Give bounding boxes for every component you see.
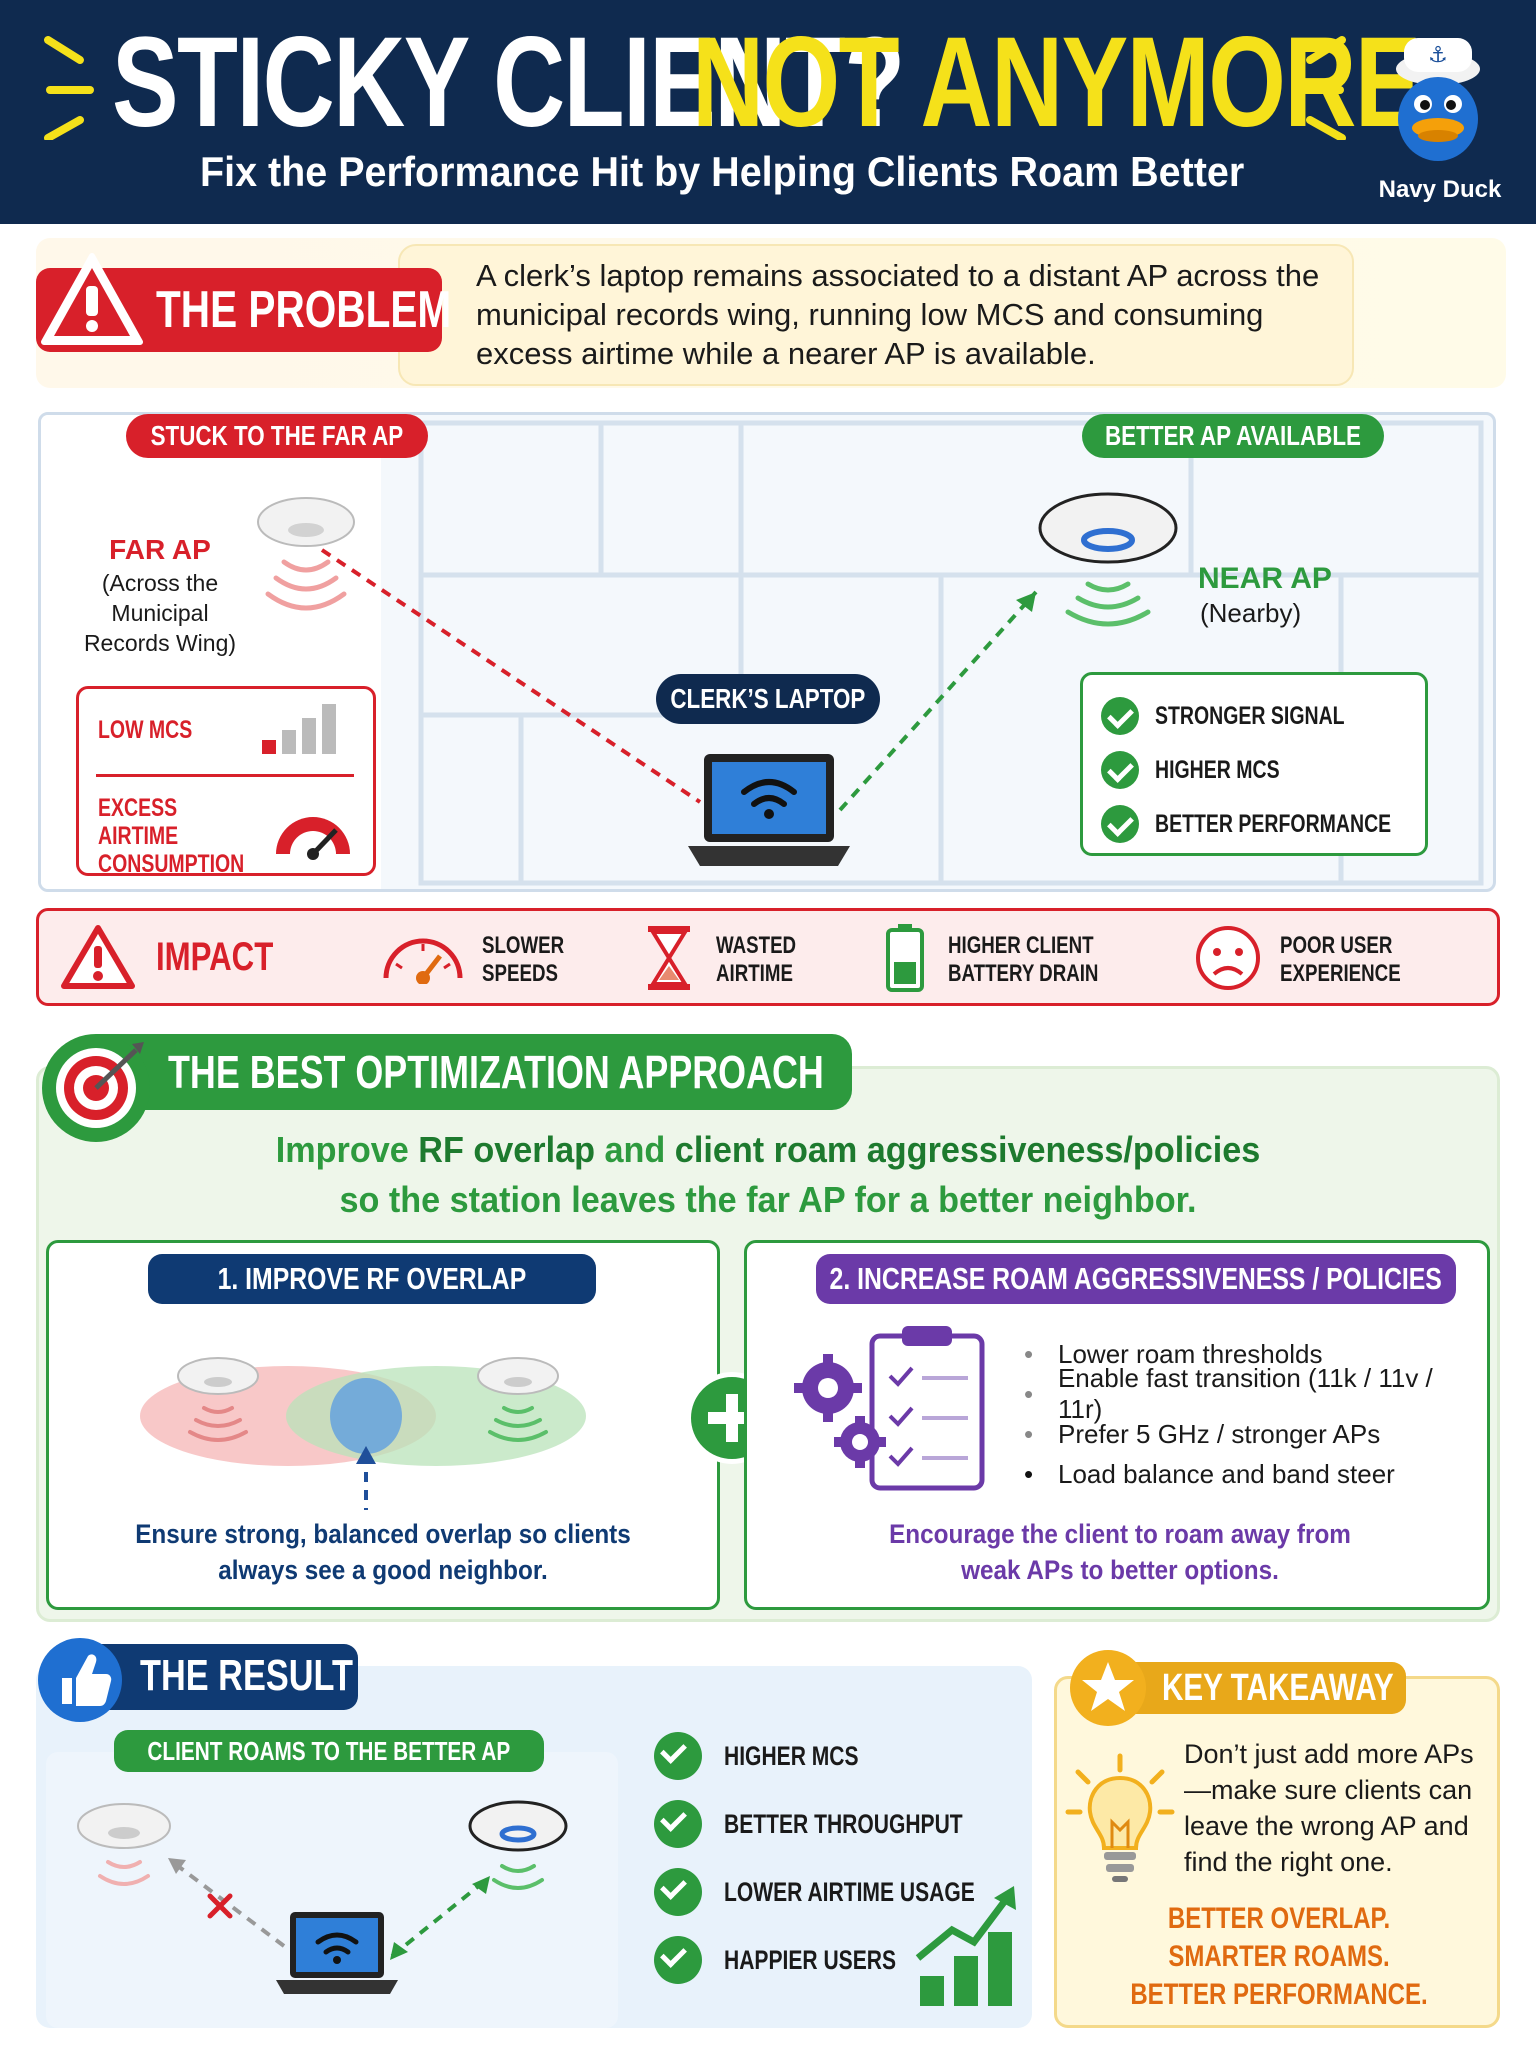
problem-text-box: [398, 244, 1354, 386]
approach-label-box: [96, 1034, 852, 1110]
result-label-box: [86, 1644, 358, 1710]
roam-label: CLIENT ROAMS TO THE BETTER AP: [147, 1735, 511, 1766]
takeaway-label-box: [1110, 1662, 1406, 1714]
roam-label-pill: CLIENT ROAMS TO THE BETTER AP: [114, 1730, 544, 1772]
check-icon: [1101, 805, 1139, 843]
stuck-label: STUCK TO THE FAR AP: [150, 420, 404, 451]
problem-label: THE PROBLEM: [156, 281, 452, 339]
policy-clipboard-gears-icon: [794, 1326, 985, 1491]
list-item: BETTER THROUGHPUT: [654, 1790, 1034, 1858]
list-item: HAPPIER USERS: [654, 1926, 1034, 1994]
approach-summary-line2: so the station leaves the far AP for a b…: [339, 1179, 1197, 1220]
takeaway-slogan: BETTER OVERLAP. SMARTER ROAMS. BETTER PE…: [1130, 1902, 1428, 2011]
clerk-laptop-icon: [688, 754, 850, 866]
header-subtitle: Fix the Performance Hit by Helping Clien…: [200, 148, 1245, 195]
step1-title: 1. IMPROVE RF OVERLAP: [217, 1261, 527, 1296]
near-ap-desc: (Nearby): [1200, 598, 1302, 628]
burst-right-icon: [1296, 36, 1346, 140]
good-metrics-box: STRONGER SIGNAL HIGHER MCS BETTER PERFOR…: [1080, 672, 1428, 856]
far-ap-desc: (Across the Municipal Records Wing): [83, 570, 237, 656]
check-icon: [654, 1868, 702, 1916]
far-ap-title: FAR AP: [109, 534, 211, 565]
bad-item-low-mcs: LOW MCS: [98, 716, 193, 744]
thumbs-up-icon: [38, 1638, 122, 1722]
check-icon: [1101, 751, 1139, 789]
good-item: HIGHER MCS: [1155, 755, 1280, 784]
impact-poor-ux: POOR USER EXPERIENCE: [1280, 932, 1401, 987]
result-list: HIGHER MCS BETTER THROUGHPUT LOWER AIRTI…: [654, 1722, 1034, 1994]
check-icon: [654, 1800, 702, 1848]
connection-lines: [320, 548, 1038, 812]
list-item: LOWER AIRTIME USAGE: [654, 1858, 1034, 1926]
navy-duck-mascot-icon: ⚓: [1396, 38, 1480, 161]
good-item: BETTER PERFORMANCE: [1155, 809, 1392, 838]
check-icon: [1101, 697, 1139, 735]
growth-chart-icon: [915, 1886, 1016, 2006]
laptop-label-pill: CLERK’S LAPTOP: [656, 674, 880, 724]
list-item: •Enable fast transition (11k / 11v / 11r…: [1024, 1363, 1433, 1424]
step1-caption: Ensure strong, balanced overlap so clien…: [135, 1519, 631, 1585]
laptop-label: CLERK’S LAPTOP: [670, 683, 866, 714]
impact-label: IMPACT: [156, 935, 274, 979]
good-item: STRONGER SIGNAL: [1155, 701, 1345, 730]
header-banner: STICKY CLIENT? NOT ANYMORE! Fix the Perf…: [0, 0, 1536, 224]
burst-left-icon: [44, 36, 94, 140]
signal-bars-low-icon: [262, 704, 336, 754]
list-item: •Prefer 5 GHz / stronger APs: [1024, 1418, 1381, 1449]
check-icon: [654, 1732, 702, 1780]
better-label-pill: BETTER AP AVAILABLE: [1082, 414, 1384, 458]
list-item: •Load balance and band steer: [1024, 1458, 1395, 1489]
near-ap-title: NEAR AP: [1198, 562, 1332, 595]
impact-slower-speeds: SLOWER SPEEDS: [482, 932, 565, 987]
svg-text:⚓: ⚓: [1428, 43, 1448, 68]
bad-item-airtime: EXCESS AIRTIME CONSUMPTION: [98, 794, 245, 878]
result-label: THE RESULT: [140, 1651, 353, 1700]
near-ap-icon: [1038, 492, 1178, 627]
battery-drain-icon: [886, 924, 924, 992]
mascot-name: Navy Duck: [1378, 176, 1502, 203]
list-item: HIGHER MCS: [654, 1722, 1034, 1790]
approach-summary-line1: Improve RF overlap and client roam aggre…: [275, 1129, 1261, 1170]
impact-warning-icon: [61, 925, 135, 989]
step2-bullet-list: •Lower roam thresholds •Enable fast tran…: [1024, 1334, 1484, 1494]
problem-text: A clerk’s laptop remains associated to a…: [476, 258, 1320, 371]
takeaway-label: KEY TAKEAWAY: [1162, 1667, 1394, 1709]
step2-title: 2. INCREASE ROAM AGGRESSIVENESS / POLICI…: [829, 1261, 1443, 1296]
roam-diagram: [77, 1800, 568, 1994]
takeaway-text: Don’t just add more APs—make sure client…: [1184, 1739, 1474, 1877]
speedometer-high-icon: [276, 817, 350, 860]
slow-speedometer-icon: [383, 938, 463, 984]
step1-title-pill: 1. IMPROVE RF OVERLAP: [148, 1254, 596, 1304]
hourglass-icon: [648, 926, 690, 990]
step2-caption: Encourage the client to roam away from w…: [889, 1519, 1351, 1585]
far-ap-icon: [257, 497, 355, 611]
impact-wasted-airtime: WASTED AIRTIME: [716, 932, 797, 987]
impact-battery-drain: HIGHER CLIENT BATTERY DRAIN: [948, 932, 1099, 987]
rf-overlap-diagram: [140, 1357, 586, 1510]
title-part1: STICKY CLIENT?: [112, 11, 905, 154]
step2-title-pill: 2. INCREASE ROAM AGGRESSIVENESS / POLICI…: [816, 1254, 1456, 1304]
lightbulb-icon: [1065, 1753, 1175, 1882]
sad-face-icon: [1196, 926, 1260, 990]
list-item: •Lower roam thresholds: [1024, 1338, 1323, 1369]
target-icon: [42, 1034, 150, 1142]
approach-label: THE BEST OPTIMIZATION APPROACH: [168, 1046, 824, 1098]
check-icon: [654, 1936, 702, 1984]
warning-triangle-icon: [41, 253, 143, 345]
star-icon: [1070, 1650, 1146, 1726]
better-label: BETTER AP AVAILABLE: [1105, 420, 1361, 451]
stuck-label-pill: STUCK TO THE FAR AP: [126, 414, 428, 458]
